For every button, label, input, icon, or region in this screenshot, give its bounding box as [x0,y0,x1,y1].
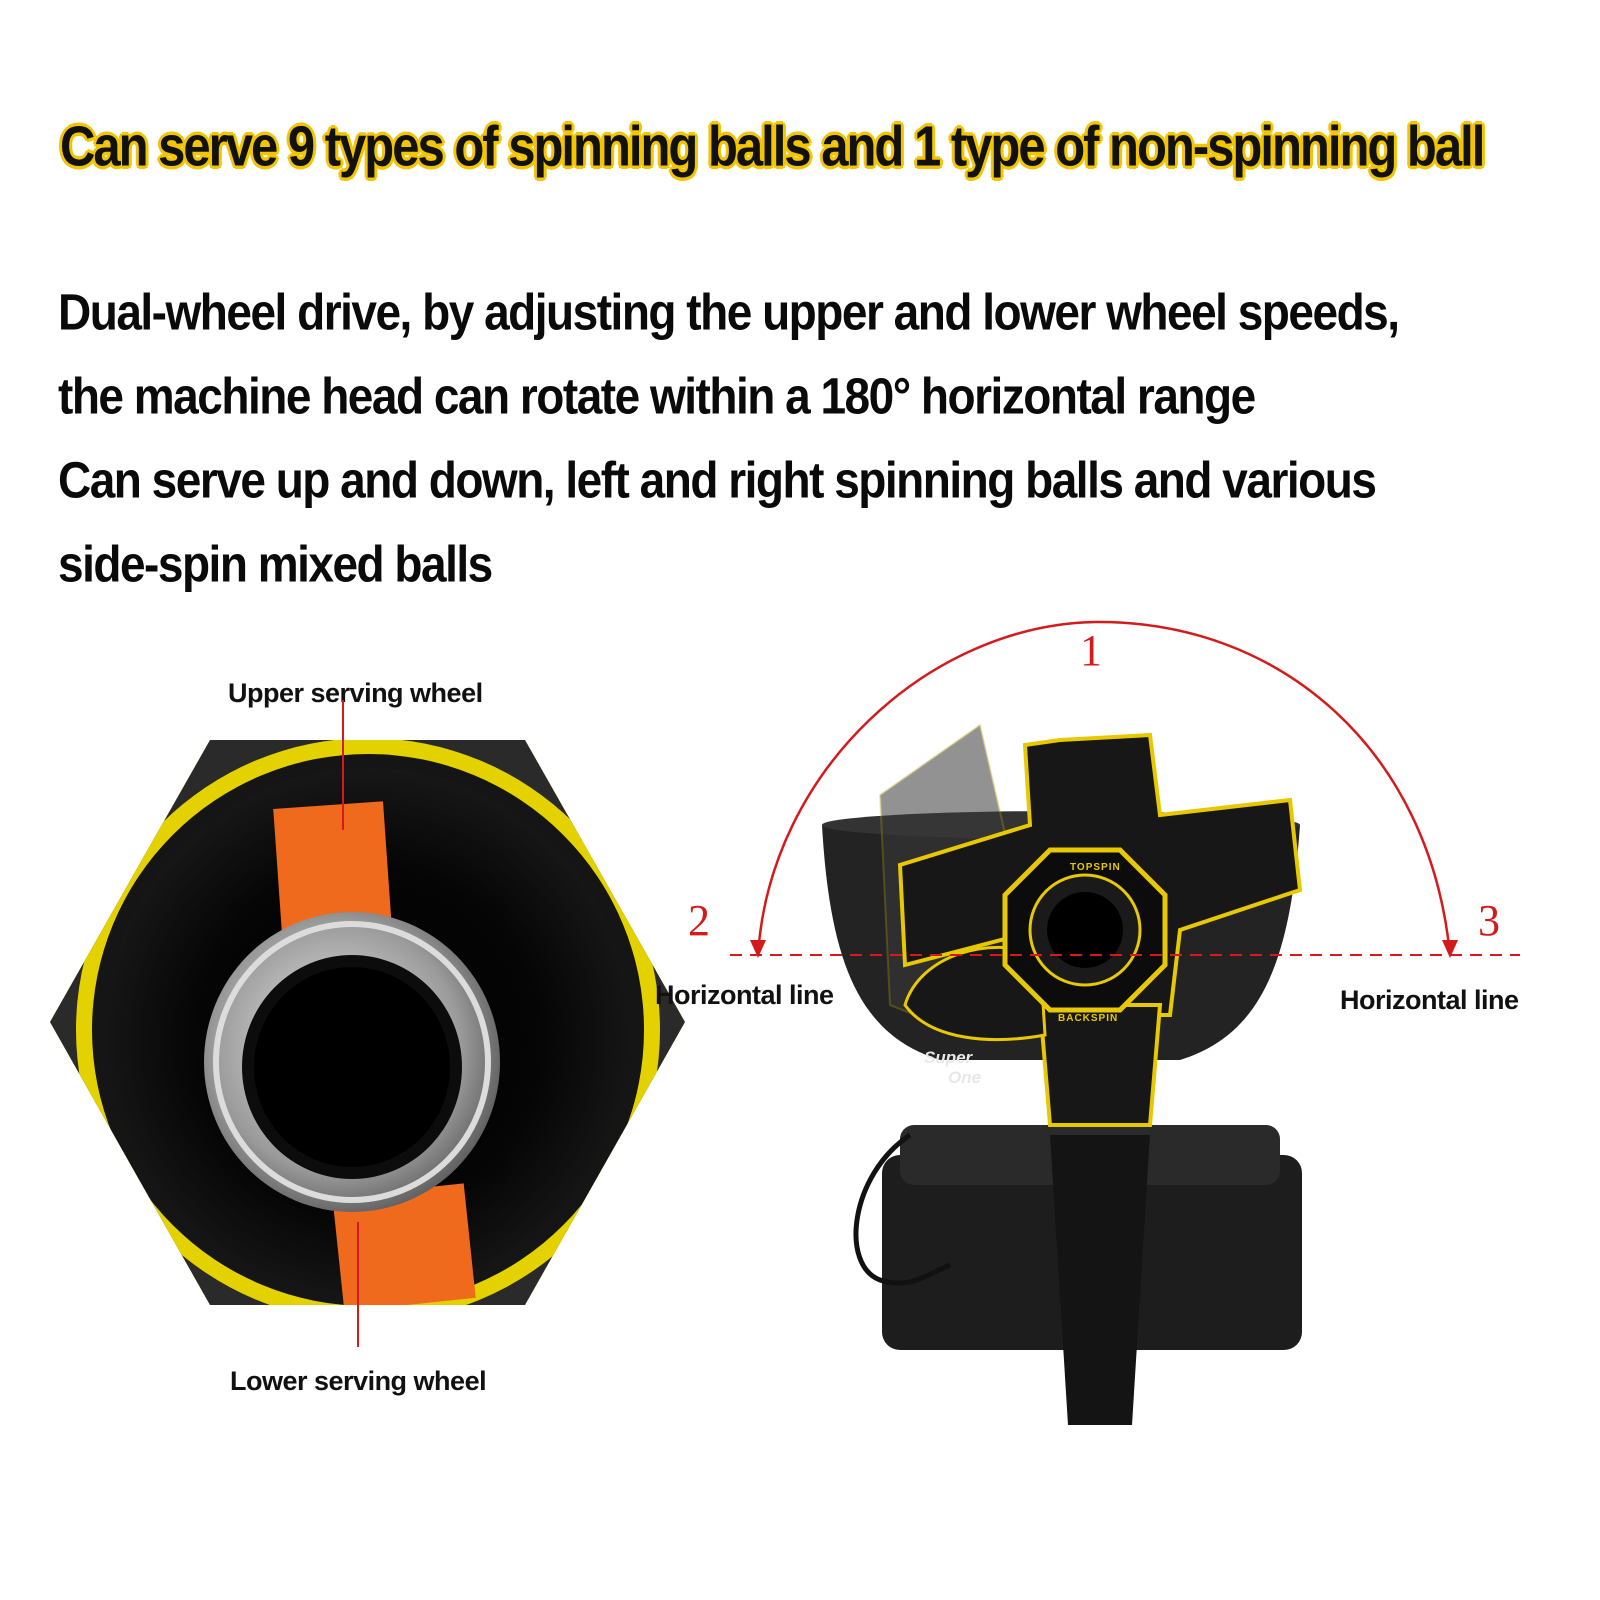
horizontal-line-label-left: Horizontal line [655,980,834,1010]
description-line-1: Dual-wheel drive, by adjusting the upper… [58,283,1400,341]
lower-wheel-pointer [357,1222,359,1347]
rotation-arc [750,620,1458,958]
wheel-closeup-illustration [50,740,685,1305]
machine-super-text: Super [924,1048,973,1067]
description-line-4: side-spin mixed balls [58,535,493,593]
machine-one-text: One [948,1068,982,1087]
machine-backspin-text: BACKSPIN [1058,1013,1119,1024]
rotation-marker-1: 1 [1080,626,1102,675]
horizontal-dashed-line [730,954,1520,956]
upper-wheel-pointer [342,700,344,830]
description-line-2: the machine head can rotate within a 180… [58,367,1256,425]
lower-wheel-label: Lower serving wheel [230,1366,487,1396]
machine-topspin-text: TOPSPIN [1070,862,1121,873]
upper-wheel-orange [273,801,393,949]
description-line-3: Can serve up and down, left and right sp… [58,451,1377,509]
horizontal-line-label-right: Horizontal line [1340,985,1519,1015]
headline: Can serve 9 types of spinning balls and … [60,116,1485,179]
rotation-marker-3: 3 [1478,896,1500,945]
rotation-marker-2: 2 [688,896,710,945]
robot-machine-illustration [822,723,1303,1425]
lower-wheel-orange [332,1183,476,1305]
upper-wheel-label: Upper serving wheel [228,678,483,708]
